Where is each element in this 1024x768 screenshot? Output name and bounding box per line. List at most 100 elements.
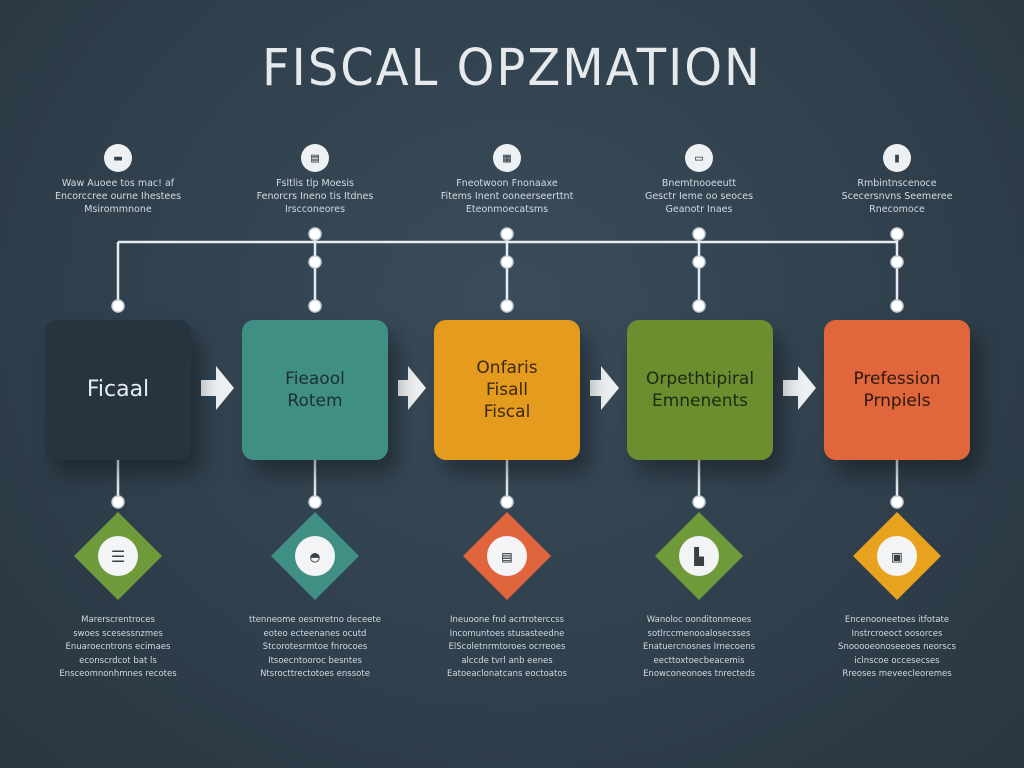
- diamond-badge: ▣: [837, 496, 957, 616]
- bottom-caption-line: Eatoeaclonatcans eoctoatos: [447, 669, 567, 679]
- top-caption-line: Bnemtnooeeutt: [661, 178, 737, 189]
- connector-dot: [500, 255, 514, 269]
- diamond-badge: ▤: [447, 496, 567, 616]
- bottom-caption-line: econscrdcot bat ls: [79, 655, 157, 666]
- ticket-icon: ▤: [301, 144, 329, 172]
- step-box: Ficaal: [45, 320, 191, 460]
- step-label: Orpethtipiral: [645, 369, 755, 389]
- top-caption-line: Fneotwoon Fnonaaxe: [456, 178, 558, 189]
- connector-dot: [111, 495, 125, 509]
- connector-dot: [308, 299, 322, 313]
- connector-dot: [692, 495, 706, 509]
- connector-dot: [890, 495, 904, 509]
- diamond-badge: ☰: [58, 496, 178, 616]
- top-caption-line: Fenorcrs Ineno tis Itdnes: [256, 191, 374, 202]
- top-caption-line: Waw Auoee tos mac! af: [61, 178, 175, 189]
- chart-icon: ▬: [104, 144, 132, 172]
- bottom-caption-line: Enatuercnosnes Irnecoens: [642, 642, 756, 652]
- document-icon: ☰: [98, 536, 138, 576]
- flow-arrow: [201, 366, 234, 410]
- top-caption-line: Gesctr Ieme oo seoces: [644, 191, 754, 202]
- bottom-caption-line: Snooooeonoseeoes neorscs: [838, 642, 956, 652]
- bottom-caption: ttenneome oesmretno deceete eoteo ecteena…: [235, 614, 395, 682]
- bottom-caption-line: Enowconeonoes tnrecteds: [643, 669, 755, 679]
- connector-dot: [308, 255, 322, 269]
- bottom-caption-line: Stcorotesrmtoe fnrocoes: [262, 642, 368, 652]
- bottom-caption-line: ttenneome oesmretno deceete: [249, 615, 381, 625]
- connector-dot: [500, 495, 514, 509]
- step-label: Fieaool: [285, 369, 345, 389]
- bottom-caption-line: Itsoecntooroc besntes: [268, 655, 362, 666]
- flow-arrow: [398, 366, 426, 410]
- step-label: Prefession: [853, 369, 941, 389]
- connector-dot: [111, 299, 125, 313]
- step-label: Onfaris: [476, 358, 538, 378]
- bottom-caption-line: Encenooneetoes itfotate: [844, 615, 950, 625]
- top-caption-line: Scecersnvns Seemeree: [841, 191, 953, 202]
- step-label: Ficaal: [86, 377, 150, 402]
- bottom-caption-line: Ineuoone fnd acrtroterccss: [450, 615, 564, 625]
- top-caption-line: Msirommnone: [84, 204, 152, 215]
- database-icon: ▤: [487, 536, 527, 576]
- top-caption-line: Rnecomoce: [869, 204, 925, 215]
- step-label: Rotem: [287, 391, 343, 411]
- connector-dot: [692, 299, 706, 313]
- bottom-caption-line: eecttoxtoecbeacemis: [653, 655, 745, 666]
- diagram-title: FISCAL OPZMATION: [262, 38, 762, 98]
- top-caption-line: Geanotr Inaes: [665, 204, 733, 215]
- flow-arrow: [783, 366, 816, 410]
- step-label: Prnpiels: [863, 391, 931, 411]
- top-caption-line: Eteonmoecatsms: [465, 204, 549, 215]
- diamond-badge: ◓: [255, 496, 375, 616]
- top-caption-line: Irscconeores: [284, 204, 346, 215]
- bottom-caption-line: sotlrccmenooalosecsses: [647, 628, 751, 639]
- bottom-caption-line: alccde tvrl anb eenes: [461, 655, 553, 666]
- connector-dot: [692, 255, 706, 269]
- bottom-caption-line: Incomuntoes stusasteedne: [449, 628, 565, 639]
- step-label: Fiscal: [483, 402, 531, 422]
- connector-dot: [890, 299, 904, 313]
- bottom-caption-line: Rreoses meveecleoremes: [842, 669, 952, 679]
- bottom-caption-line: Ntsrocttrectotoes enssote: [260, 669, 370, 679]
- top-caption-line: Encorccree ourne Ihestees: [54, 191, 182, 202]
- step-label: Fisall: [486, 380, 528, 400]
- cabinet-icon: ▮: [883, 144, 911, 172]
- bottom-caption-line: Marerscrentroces: [81, 615, 155, 625]
- connector-dot: [890, 255, 904, 269]
- connector-dot: [308, 227, 322, 241]
- top-caption: Waw Auoee tos mac! af Encorccree ourne Ih…: [33, 177, 203, 216]
- connector-dot: [692, 227, 706, 241]
- top-caption-line: Fsltlis tlp Moesis: [276, 178, 354, 189]
- printer-icon: ▙: [679, 536, 719, 576]
- connector-dot: [308, 495, 322, 509]
- top-caption-line: Rmbintnscenoce: [857, 178, 937, 189]
- bottom-caption-line: swoes scesessnzmes: [73, 628, 163, 639]
- bottom-caption-line: Instrcroeoct oosorces: [851, 628, 943, 639]
- step-label: Emnenents: [651, 391, 749, 411]
- card-icon: ▭: [685, 144, 713, 172]
- screen-icon: ▣: [877, 536, 917, 576]
- connector-dot: [500, 299, 514, 313]
- bottom-caption-line: eoteo ecteenanes ocutd: [263, 628, 367, 639]
- connector-dot: [500, 227, 514, 241]
- bottom-caption-line: iclnscoe occesecses: [854, 655, 940, 666]
- grid-icon: ▦: [493, 144, 521, 172]
- top-caption-line: Fitems Inent ooneerseerttnt: [440, 191, 574, 202]
- flow-arrow: [590, 366, 619, 410]
- diamond-badge: ▙: [639, 496, 759, 616]
- bottom-caption-line: Enuaroecntrons ecimaes: [65, 642, 171, 652]
- hat-icon: ◓: [295, 536, 335, 576]
- bottom-caption-line: Ensceomnonhmnes recotes: [59, 669, 177, 679]
